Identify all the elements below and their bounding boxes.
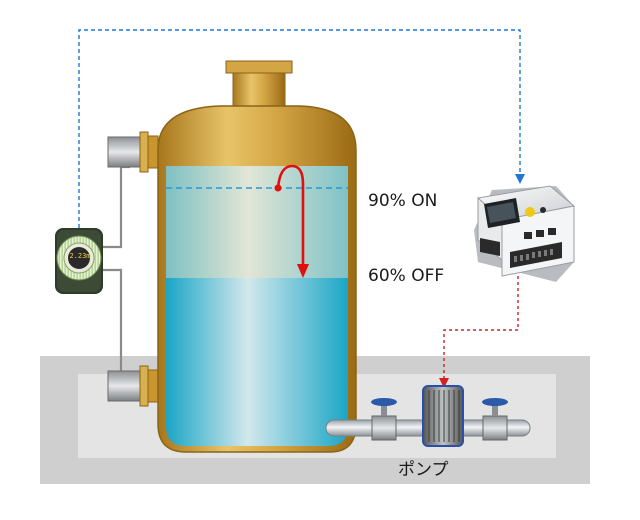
off-level-label: 60% OFF (368, 266, 445, 286)
lower-nozzle (107, 365, 159, 407)
signal-line (78, 29, 525, 228)
storage-tank (157, 60, 357, 453)
controller-unit-icon (474, 185, 576, 282)
transmitter-display-readout: 2.23m (69, 252, 91, 260)
valve-icon (482, 398, 508, 441)
pump-icon (422, 385, 464, 447)
level-transmitter-icon (55, 228, 103, 294)
valve-icon (371, 398, 397, 441)
control-line (439, 270, 519, 388)
pump-label: ポンプ (398, 460, 449, 480)
on-level-label: 90% ON (368, 191, 438, 211)
tank-liquid (166, 166, 348, 446)
level-drop-arrow (274, 164, 309, 278)
sensor-wiring (100, 165, 130, 382)
upper-nozzle (107, 131, 159, 173)
